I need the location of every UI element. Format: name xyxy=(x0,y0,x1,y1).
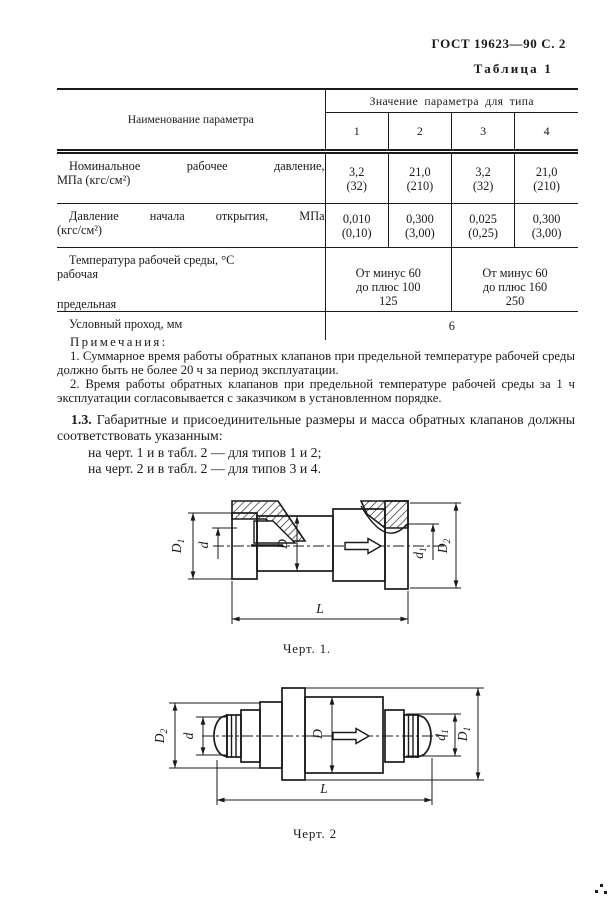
param-unit: (кгс/см²) xyxy=(57,223,103,237)
scan-speck xyxy=(600,884,603,887)
param-word: открытия, xyxy=(215,209,269,223)
param-line: Температура рабочей среды, °С xyxy=(69,253,235,267)
figure-2-valve-drawing: D2 d D d1 D1 L xyxy=(152,687,484,805)
figure-1-valve-drawing: D1 d D d1 D2 L xyxy=(169,500,461,624)
col-header-type-4: 4 xyxy=(514,112,578,154)
right-flange xyxy=(384,500,409,590)
left-fitting-cone xyxy=(213,713,228,759)
valve-body xyxy=(304,696,384,774)
dim-label-d: d xyxy=(196,541,211,548)
dim-label-d1: d1 xyxy=(433,729,451,741)
param-line: рабочая xyxy=(57,267,98,281)
table-caption: Таблица 1 xyxy=(473,61,553,76)
value-cell: 21,0(210) xyxy=(514,151,578,204)
value-cell: 3,2(32) xyxy=(325,151,389,204)
param-word: Давление xyxy=(69,209,119,223)
value-cell-types-1-2: От минус 60 до плюс 100 125 xyxy=(325,247,452,312)
dim-label-D: D xyxy=(310,729,325,740)
dim-label-d: d xyxy=(181,732,196,739)
param-unit: МПа (кгс/см²) xyxy=(57,173,131,187)
value-cell: 0,010(0,10) xyxy=(325,203,389,248)
section-1-3: 1.3.Габаритные и присоединительные разме… xyxy=(57,412,575,478)
flow-direction-arrow-icon xyxy=(344,537,383,555)
left-neck-block xyxy=(259,701,283,769)
dim-label-d1: d1 xyxy=(411,547,429,559)
param-word: начала xyxy=(149,209,185,223)
section-number: 1.3. xyxy=(71,412,92,427)
note-item-1: 1. Суммарное время работы обратных клапа… xyxy=(57,348,575,377)
param-word: МПа xyxy=(299,209,325,223)
value-cell: 0,300(3,00) xyxy=(387,203,452,248)
param-name: Давление начала открытия, МПа (кгс/см²) xyxy=(57,203,326,248)
dim-label-D2: D2 xyxy=(152,729,170,745)
flange-plate xyxy=(281,687,306,781)
table-row-nominal-pressure: Номинальное рабочее давление, МПа (кгс/с… xyxy=(57,151,578,204)
value-cell-types-3-4: От минус 60 до плюс 160 250 xyxy=(451,247,578,312)
param-word: давление, xyxy=(273,159,325,173)
dim-label-D: D xyxy=(275,539,290,550)
table-row-temperature: Температура рабочей среды, °С рабочая пр… xyxy=(57,247,578,312)
scan-speck xyxy=(595,890,598,893)
param-word: рабочее xyxy=(186,159,228,173)
param-name: Номинальное рабочее давление, МПа (кгс/с… xyxy=(57,151,326,204)
value-cell: 0,025(0,25) xyxy=(450,203,515,248)
col-header-value: Значение параметра для типа xyxy=(325,88,578,113)
value-cell-all-types: 6 xyxy=(448,318,455,333)
param-name: Условный проход, мм xyxy=(57,311,326,340)
doc-number-header: ГОСТ 19623—90 С. 2 xyxy=(431,36,566,51)
table-subheader-row: 1 2 3 4 xyxy=(57,112,578,154)
value-cell: 3,2(32) xyxy=(450,151,515,204)
col-header-type-1: 1 xyxy=(325,112,389,154)
parameters-table: Наименование параметра Значение параметр… xyxy=(57,88,578,340)
table-header-row: Наименование параметра Значение параметр… xyxy=(57,88,578,154)
table-row-bore: Условный проход, мм 6 xyxy=(57,311,578,340)
param-name: Температура рабочей среды, °С рабочая пр… xyxy=(57,247,326,312)
value-cell: 21,0(210) xyxy=(387,151,452,204)
notes-block: Примечания: 1. Суммарное время работы об… xyxy=(57,335,575,406)
col-header-parameter-name: Наименование параметра xyxy=(57,88,326,154)
notes-title: Примечания: xyxy=(70,335,168,349)
value-cell: 0,300(3,00) xyxy=(514,203,578,248)
section-item-1: на черт. 1 и в табл. 2 — для типов 1 и 2… xyxy=(88,444,322,460)
col-header-type-2: 2 xyxy=(387,112,452,154)
dim-label-D1: D1 xyxy=(455,727,473,743)
table-row-opening-pressure: Давление начала открытия, МПа (кгс/см²) … xyxy=(57,203,578,248)
dim-label-L: L xyxy=(315,601,324,616)
param-word: Номинальное xyxy=(69,159,141,173)
dim-label-L: L xyxy=(319,781,328,796)
section-item-2: на черт. 2 и в табл. 2 — для типов 3 и 4… xyxy=(88,461,322,477)
param-line: предельная xyxy=(57,297,117,311)
seat-cone xyxy=(253,520,297,544)
note-item-2: 2. Время работы обратных клапанов при пр… xyxy=(57,376,575,405)
scan-speck xyxy=(604,891,607,894)
figure-1-caption: Черт. 1. xyxy=(283,641,331,656)
section-text: Габаритные и присоединительные размеры и… xyxy=(57,412,575,444)
col-header-type-3: 3 xyxy=(450,112,515,154)
figure-2-caption: Черт. 2 xyxy=(293,826,337,841)
dim-label-D1: D1 xyxy=(169,539,187,555)
dim-label-D2: D2 xyxy=(435,539,453,555)
flow-direction-arrow-icon xyxy=(332,727,371,745)
